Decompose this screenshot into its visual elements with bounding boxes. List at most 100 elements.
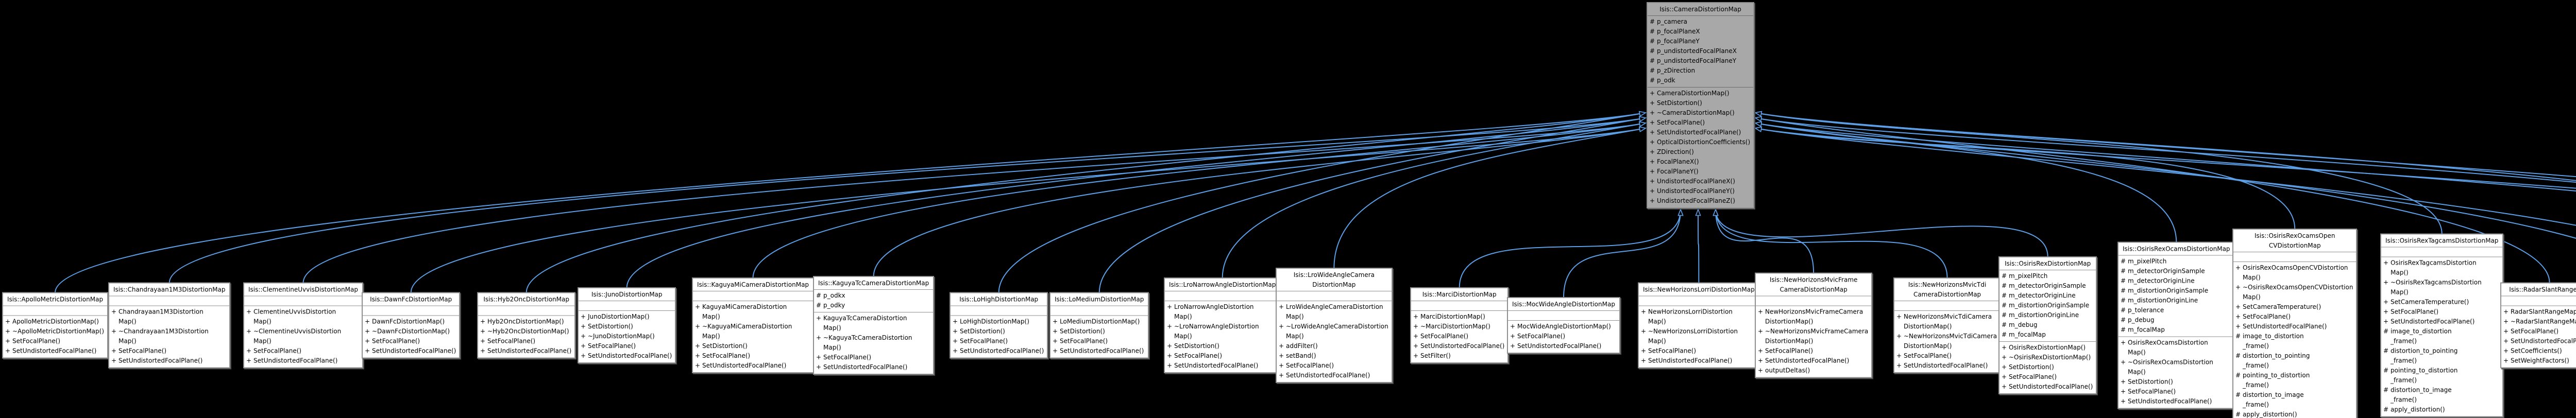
class-node-radarslantrangemap[interactable]: Isis::RadarSlantRangeMap+RadarSlantRange… [2500,282,2576,369]
class-method: #image_to_distortion _frame() [2383,327,2452,345]
class-title: Isis::KaguyaTcCameraDistortionMap [814,277,934,290]
class-method: +addFilter() [1279,342,1318,350]
class-methods-section: +OsirisRexOcamsOpenCVDistortion Map()+~O… [2233,262,2356,418]
class-node-lrowideanglecameradistortionmap[interactable]: Isis::LroWideAngleCamera DistortionMap+L… [1276,268,1393,383]
class-attribute: #p_focalPlaneX [1650,28,1700,35]
class-node-newhorizonsmvicframecameradistortionmap[interactable]: Isis::NewHorizonsMvicFrame CameraDistort… [1755,272,1873,378]
class-method: +SetCoefficients() [2503,347,2562,355]
class-methods-section: +LoMediumDistortionMap() +SetDistortion()… [1050,316,1148,358]
class-attributes-section [2233,252,2357,262]
class-method: +SetFocalPlane() [695,352,751,359]
class-method: +NewHorizonsMvicTdiCamera DistortionMap(… [1896,313,1992,330]
class-attributes-section [244,297,362,306]
class-node-clementineuvvisdistortionmap[interactable]: Isis::ClementineUvvisDistortionMap+Cleme… [243,282,363,369]
class-methods-section: +KaguyaTcCameraDistortion Map()+~KaguyaT… [814,312,933,374]
class-attribute: #m_pixelPitch [2121,257,2167,265]
class-node-mocwideangledistortionmap[interactable]: Isis::MocWideAngleDistortionMap+MocWideA… [1507,297,1620,354]
class-title: Isis::KaguyaMiCameraDistortionMap [693,278,814,291]
class-attributes-section [1639,297,1759,306]
class-node-lronarrowangledistortionmap[interactable]: Isis::LroNarrowAngleDistortionMap+LroNar… [1164,277,1281,373]
class-node-junodistortionmap[interactable]: Isis::JunoDistortionMap+JunoDistortionMa… [578,287,676,363]
class-methods-section: +MocWideAngleDistortionMap() +SetFocalPla… [1508,321,1619,353]
class-methods-section: +Hyb2OncDistortionMap()+~Hyb2OncDistorti… [478,316,574,358]
class-attribute: #m_focalMap [2002,331,2046,338]
class-method: +SetUndistortedFocalPlane() [2121,397,2212,405]
class-title: Isis::ClementineUvvisDistortionMap [244,284,362,297]
class-method: +SetDistortion() [1167,342,1219,350]
class-node-osirisrextagcamsdistortionmap[interactable]: Isis::OsirisRexTagcamsDistortionMap+Osir… [2380,233,2504,417]
class-title: Isis::DawnFcDistortionMap [363,293,460,306]
class-attribute: #p_focalPlaneY [1650,38,1700,45]
class-node-apollometricdistortionmap[interactable]: Isis::ApolloMetricDistortionMap+ApolloMe… [2,292,109,359]
class-node-marcidistortionmap[interactable]: Isis::MarciDistortionMap+MarciDistortion… [1410,287,1509,363]
class-method: +SetFocalPlane() [1510,333,1566,340]
class-attribute: #p_undistortedFocalPlaneY [1650,57,1737,64]
class-title: Isis::OsirisRexOcamsDistortionMap [2119,243,2234,256]
class-attribute: #m_debug [2002,321,2038,328]
class-node-osirisrexdistortionmap[interactable]: Isis::OsirisRexDistortionMap#m_pixelPitc… [1998,256,2097,394]
class-method: +SetUndistortedFocalPlane() [1758,357,1850,364]
class-node-kaguyamicameradistortionmap[interactable]: Isis::KaguyaMiCameraDistortionMap+Kaguya… [692,277,815,373]
class-title: Isis::LoHighDistortionMap [951,293,1047,306]
class-method: +SetDistortion() [953,327,1005,335]
inheritance-edge-lomediumdistortionmap [1098,118,1646,293]
class-method: +MocWideAngleDistortionMap() [1510,323,1611,330]
class-attributes-section [1277,291,1392,301]
class-attributes-section [693,291,814,301]
class-node-kaguyatccameradistortionmap[interactable]: Isis::KaguyaTcCameraDistortionMap#p_odkx… [813,276,935,375]
class-method: +SetDistortion() [1053,327,1105,335]
class-node-cameradistortionmap[interactable]: Isis::CameraDistortionMap#p_camera#p_foc… [1647,2,1755,208]
class-node-chandrayaan1m3distortionmap[interactable]: Isis::Chandrayaan1M3DistortionMap+Chandr… [108,282,231,369]
class-title: Isis::Chandrayaan1M3DistortionMap [109,284,230,297]
class-node-hyb2oncdistortionmap[interactable]: Isis::Hyb2OncDistortionMap+Hyb2OncDistor… [477,292,576,359]
class-methods-section: +LroWideAngleCameraDistortion Map()+~Lro… [1277,301,1392,382]
class-method: +OsirisRexTagcamsDistortion Map() [2383,259,2477,276]
class-method: +OpticalDistortionCoefficients() [1650,138,1751,146]
class-method: +SetUndistortedFocalPlane() [581,352,672,359]
class-node-newhorizonslorridistortionmap[interactable]: Isis::NewHorizonsLorriDistortionMap+NewH… [1638,282,1760,369]
class-method: +SetUndistortedFocalPlane() [246,357,338,364]
class-methods-section: +LroNarrowAngleDistortion Map()+~LroNarr… [1165,301,1280,372]
inheritance-edge-hyb2oncdistortionmap [526,113,1646,293]
class-node-dawnfcdistortionmap[interactable]: Isis::DawnFcDistortionMap+DawnFcDistorti… [362,292,461,359]
class-method: +~NewHorizonsLorriDistortion Map() [1641,327,1738,345]
class-methods-section: +LoHighDistortionMap()+SetDistortion()+S… [951,316,1047,358]
class-method: +SetUndistortedFocalPlane() [1279,372,1370,379]
class-attributes-section [2501,297,2576,306]
class-method: #distortion_to_pointing _frame() [2235,352,2310,369]
class-method: #pointing_to_distortion _frame() [2235,372,2310,389]
class-method: +SetUndistortedFocalPlane() [1413,342,1505,350]
class-attribute: #m_pixelPitch [2002,272,2048,280]
class-node-lomediumdistortionmap[interactable]: Isis::LoMediumDistortionMap+LoMediumDist… [1049,292,1149,359]
class-method: +SetDistortion() [695,342,748,350]
class-node-lohighdistortionmap[interactable]: Isis::LoHighDistortionMap+LoHighDistorti… [950,292,1048,359]
class-node-newhorizonsmvictdicameradistortionmap[interactable]: Isis::NewHorizonsMvicTdi CameraDistortio… [1893,277,2002,373]
class-attributes-section [2381,248,2503,257]
class-method: +~CameraDistortionMap() [1650,109,1735,116]
class-attributes-section: #m_pixelPitch#m_detectorOriginSample#m_d… [2119,256,2234,337]
inheritance-edge-lrowideanglecameradistortionmap [1333,128,1646,269]
class-method: +SetFocalPlane() [2503,327,2559,335]
class-method: +NewHorizonsMvicFrameCamera DistortionMa… [1758,308,1863,325]
class-method: +UndistortedFocalPlaneX() [1650,178,1735,185]
inheritance-edge-dawnfcdistortionmap [410,128,1646,293]
class-method: #image_to_distortion _frame() [2235,333,2304,350]
class-attribute: #m_detectorOriginSample [2121,267,2205,275]
class-method: +SetDistortion() [581,323,633,330]
class-attributes-section [951,306,1047,316]
class-node-osirisrexocamsdistortionmap[interactable]: Isis::OsirisRexOcamsDistortionMap#m_pixe… [2117,241,2235,409]
class-node-osirisrexocamsopencvdistortionmap[interactable]: Isis::OsirisRexOcamsOpen CVDistortionMap… [2232,229,2358,418]
class-method: +SetFocalPlane() [5,337,61,345]
class-method: +SetFocalPlane() [1896,352,1952,359]
class-method: +SetFocalPlane() [111,347,167,355]
class-method: +LoMediumDistortionMap() [1053,318,1140,325]
class-method: +SetFocalPlane() [1053,337,1108,345]
class-attribute: #m_detectorOriginLine [2002,292,2076,299]
class-method: +SetUndistortedFocalPlane() [695,362,787,369]
class-method: +~LroNarrowAngleDistortion Map() [1167,323,1259,340]
class-method: +SetFocalPlane() [816,354,872,361]
class-attribute: #m_distortionOriginSample [2002,302,2090,309]
class-method: +~DawnFcDistortionMap() [365,327,450,335]
class-methods-section: +CameraDistortionMap()+SetDistortion()+~… [1648,88,1753,207]
inheritance-edge-newhorizonsmvictdicameradistortionmap [1716,210,1948,278]
